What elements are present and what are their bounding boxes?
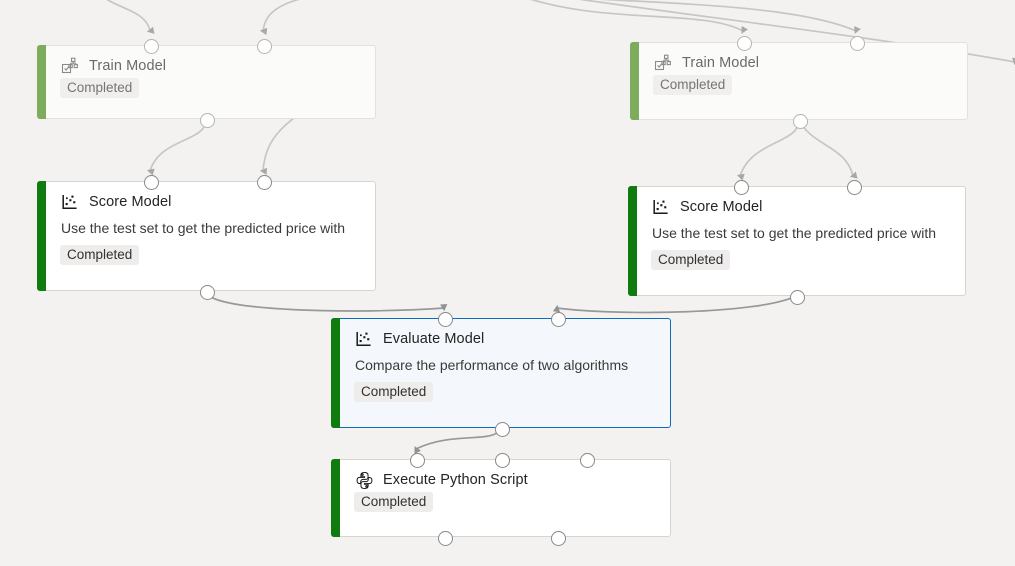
- python-icon: [354, 470, 374, 490]
- node-title: Score Model: [89, 194, 172, 210]
- node-header: Train Model: [60, 56, 361, 76]
- node-title: Train Model: [682, 55, 760, 71]
- edge-score-right-out-to-evaluate-in2[interactable]: [552, 295, 797, 314]
- input-port[interactable]: [437, 311, 453, 327]
- input-port[interactable]: [256, 174, 272, 190]
- status-badge: Completed: [60, 245, 140, 265]
- node-title: Execute Python Script: [383, 472, 528, 488]
- node-description: Compare the performance of two algorithm…: [355, 357, 629, 373]
- node-header: Score Model: [60, 192, 361, 212]
- edge-offscreen-to-train-left-in1[interactable]: [96, 0, 155, 34]
- output-port[interactable]: [789, 289, 805, 305]
- node-status-accent-bar: [331, 318, 340, 428]
- train-model-icon: [653, 53, 673, 73]
- node-status-accent-bar: [37, 45, 46, 119]
- input-port[interactable]: [143, 38, 159, 54]
- node-header: Train Model: [653, 53, 953, 73]
- input-port[interactable]: [409, 452, 425, 468]
- input-port[interactable]: [494, 452, 510, 468]
- edge-hub-to-train-right-in2[interactable]: [520, 0, 861, 34]
- input-port[interactable]: [849, 35, 865, 51]
- train-model-icon: [60, 56, 80, 76]
- edge-train-right-out-to-score-right-in1[interactable]: [736, 119, 800, 181]
- output-port[interactable]: [199, 284, 215, 300]
- node-description: Use the test set to get the predicted pr…: [652, 225, 937, 241]
- node-status-accent-bar: [37, 181, 46, 291]
- score-model-icon: [60, 192, 80, 212]
- input-port[interactable]: [579, 452, 595, 468]
- edge-evaluate-out-to-python-in1[interactable]: [414, 428, 502, 455]
- edge-score-left-out-to-evaluate-in1[interactable]: [205, 291, 448, 312]
- evaluate-model-icon: [354, 329, 374, 349]
- node-header: Evaluate Model: [354, 329, 656, 349]
- node-status-accent-bar: [628, 186, 637, 296]
- status-badge: Completed: [653, 75, 733, 95]
- node-title: Train Model: [89, 58, 167, 74]
- output-port[interactable]: [199, 112, 215, 128]
- score-model-icon: [651, 197, 671, 217]
- output-port[interactable]: [550, 530, 566, 546]
- status-badge: Completed: [651, 250, 731, 270]
- status-badge: Completed: [354, 382, 434, 402]
- status-badge: Completed: [60, 78, 140, 98]
- node-title: Score Model: [680, 199, 763, 215]
- output-port[interactable]: [494, 421, 510, 437]
- status-badge: Completed: [354, 492, 434, 512]
- input-port[interactable]: [846, 179, 862, 195]
- node-header: Execute Python Script: [354, 470, 656, 490]
- input-port[interactable]: [733, 179, 749, 195]
- node-description: Use the test set to get the predicted pr…: [61, 220, 346, 236]
- input-port[interactable]: [256, 38, 272, 54]
- node-status-accent-bar: [331, 459, 340, 537]
- input-port[interactable]: [736, 35, 752, 51]
- node-title: Evaluate Model: [383, 331, 485, 347]
- edge-offscreen-to-train-left-in2[interactable]: [259, 0, 356, 36]
- edge-train-left-out-to-score-left-in1[interactable]: [146, 119, 207, 176]
- output-port[interactable]: [792, 113, 808, 129]
- edge-train-right-out-to-score-right-in2[interactable]: [798, 119, 858, 179]
- output-port[interactable]: [437, 530, 453, 546]
- edge-hub-to-train-right-in1[interactable]: [515, 0, 748, 34]
- node-header: Score Model: [651, 197, 951, 217]
- node-status-accent-bar: [630, 42, 639, 120]
- input-port[interactable]: [143, 174, 159, 190]
- input-port[interactable]: [550, 311, 566, 327]
